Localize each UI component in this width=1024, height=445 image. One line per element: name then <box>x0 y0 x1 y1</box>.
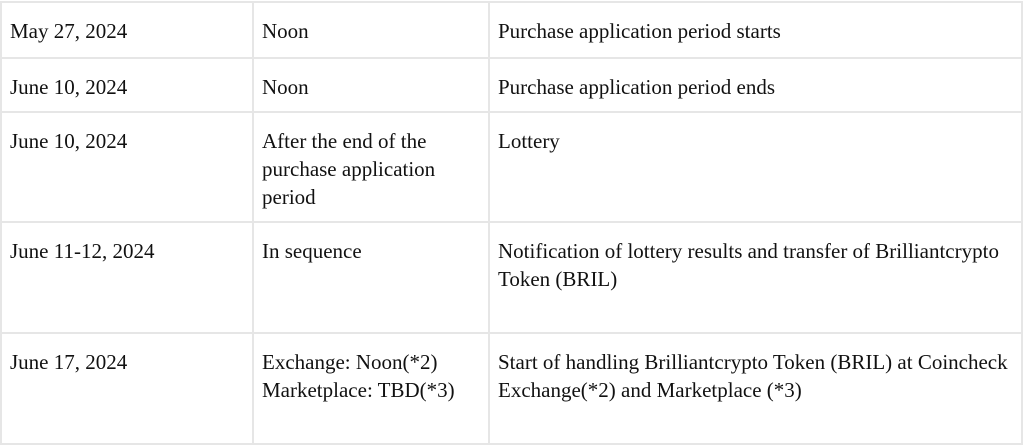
time-cell: Exchange: Noon(*2) Marketplace: TBD(*3) <box>252 332 490 445</box>
event-cell: Purchase application period starts <box>488 1 1023 59</box>
date-cell: June 11-12, 2024 <box>0 221 254 334</box>
table-row: June 11-12, 2024 In sequence Notificatio… <box>0 221 1023 334</box>
event-cell: Notification of lottery results and tran… <box>488 221 1023 334</box>
time-cell: After the end of the purchase applicatio… <box>252 111 490 223</box>
date-cell: June 17, 2024 <box>0 332 254 445</box>
time-cell: In sequence <box>252 221 490 334</box>
table-row: May 27, 2024 Noon Purchase application p… <box>0 1 1023 59</box>
time-cell: Noon <box>252 1 490 59</box>
event-cell: Purchase application period ends <box>488 57 1023 113</box>
date-cell: June 10, 2024 <box>0 111 254 223</box>
event-cell: Start of handling Brilliantcrypto Token … <box>488 332 1023 445</box>
table-row: June 10, 2024 Noon Purchase application … <box>0 57 1023 113</box>
time-cell: Noon <box>252 57 490 113</box>
date-cell: May 27, 2024 <box>0 1 254 59</box>
date-cell: June 10, 2024 <box>0 57 254 113</box>
table-row: June 10, 2024 After the end of the purch… <box>0 111 1023 223</box>
event-cell: Lottery <box>488 111 1023 223</box>
table-row: June 17, 2024 Exchange: Noon(*2) Marketp… <box>0 332 1023 445</box>
